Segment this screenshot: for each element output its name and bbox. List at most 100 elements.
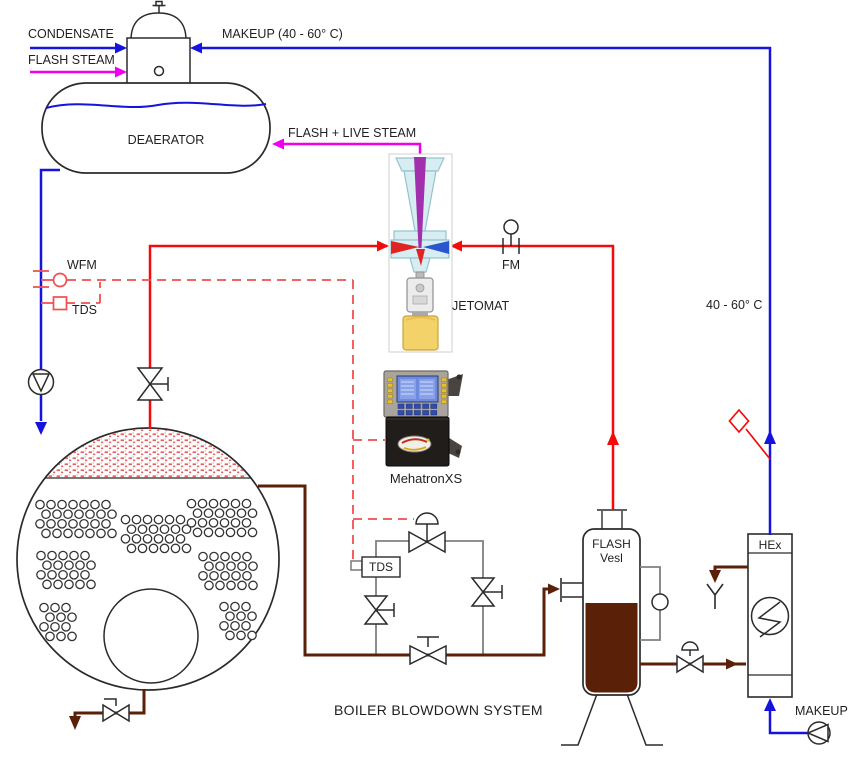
boiler-tube	[248, 580, 258, 591]
boiler-tube	[47, 569, 57, 580]
boiler-tube	[120, 514, 131, 525]
boiler-tube	[80, 550, 90, 561]
boiler-tube	[39, 621, 49, 632]
boiler-tube	[226, 580, 236, 591]
bottom-drain-valve-icon	[102, 698, 130, 723]
boiler-tube	[68, 518, 78, 529]
boiler-tube	[215, 561, 225, 572]
boiler-tube	[90, 499, 100, 510]
boiler-tube	[219, 601, 229, 612]
deaerator-head	[126, 37, 191, 86]
boiler-tube	[52, 528, 62, 539]
boiler-tube	[219, 498, 230, 509]
boiler-tube	[131, 514, 142, 525]
boiler-tube	[236, 611, 246, 622]
boiler-tube	[170, 543, 181, 554]
boiler-tube	[226, 561, 236, 572]
inlet-nozzle	[562, 582, 583, 598]
makeup-bottom-label: MAKEUP	[795, 704, 848, 718]
boiler-tube	[64, 560, 74, 571]
boiler-tube	[57, 518, 67, 529]
tds-sensor-icon	[52, 296, 68, 311]
boiler-tube	[63, 509, 73, 520]
hex-label: HEx	[758, 538, 782, 552]
tube-bundle	[198, 551, 258, 591]
boiler-tube	[56, 612, 66, 623]
blowdown-control-valve-icon	[408, 512, 446, 554]
loop-isolation-valve-icon	[470, 577, 503, 607]
boiler-tube	[42, 560, 52, 571]
liquid-fill	[585, 603, 638, 693]
water-level-line	[45, 101, 267, 109]
y-strainer-icon	[706, 583, 724, 609]
arrow-icon	[548, 583, 560, 595]
boiler-tube	[120, 533, 131, 544]
boiler-tube	[85, 509, 95, 520]
boiler-tube	[63, 528, 73, 539]
boiler-tube	[219, 517, 230, 528]
boiler-tube	[137, 543, 148, 554]
boiler-tube	[75, 560, 85, 571]
tds-sensor-label: TDS	[72, 303, 97, 317]
furnace-tube	[103, 588, 199, 684]
flash-steam-recovery-line	[452, 244, 615, 510]
sight-port-icon	[153, 65, 165, 77]
boiler-tube	[42, 579, 52, 590]
makeup-top-label: MAKEUP (40 - 60° C)	[222, 27, 343, 41]
deaerator-shell	[41, 82, 271, 174]
wfm-label: WFM	[67, 258, 97, 272]
boiler-tube	[225, 508, 236, 519]
boiler-tube	[41, 509, 51, 520]
makeup-pump-icon	[806, 721, 831, 745]
diagram-title: BOILER BLOWDOWN SYSTEM	[334, 702, 543, 718]
boiler-tube	[214, 527, 225, 538]
makeup-top-line	[202, 46, 772, 535]
deaerator-dome	[130, 12, 187, 41]
boiler-tube	[148, 524, 159, 535]
arrow-icon	[726, 658, 738, 670]
boiler-tube	[175, 514, 186, 525]
boiler-tube	[231, 551, 241, 562]
jetomat-label: JETOMAT	[452, 299, 510, 313]
arrow-icon	[115, 66, 127, 78]
boiler-tube	[69, 550, 79, 561]
arrow-icon	[35, 422, 47, 435]
arrow-icon	[115, 42, 127, 54]
boiler-tube	[209, 551, 219, 562]
arrow-icon	[764, 698, 776, 711]
boiler-tube	[164, 533, 175, 544]
boiler-tube	[41, 528, 51, 539]
control-signal-lines	[66, 279, 414, 562]
hex-drain-line	[713, 565, 748, 571]
boiler-tube	[85, 528, 95, 539]
boiler-tube	[68, 499, 78, 510]
boiler-tube	[61, 621, 71, 632]
boiler-tube	[57, 499, 67, 510]
boiler-tube	[225, 611, 235, 622]
boiler-tube	[237, 580, 247, 591]
boiler-tube	[86, 579, 96, 590]
boiler-tube	[36, 569, 46, 580]
jetomat-ejector-icon	[388, 153, 453, 353]
tube-bundle	[35, 499, 117, 539]
boiler-tube	[36, 550, 46, 561]
boiler-tube	[56, 631, 66, 642]
fm-label: FM	[502, 258, 521, 272]
boiler-tube	[164, 514, 175, 525]
boiler-tube	[247, 630, 257, 641]
boiler-tube	[230, 601, 240, 612]
boiler-tube	[107, 528, 117, 539]
boiler-tube	[197, 498, 208, 509]
controller-device-icon	[383, 370, 463, 467]
feedwater-line	[39, 168, 60, 421]
boiler-tube	[219, 620, 229, 631]
boiler-tube	[148, 543, 159, 554]
boiler-tube	[159, 524, 170, 535]
boiler-tube	[153, 514, 164, 525]
vessel-legs	[561, 693, 663, 746]
deaerator-vessel	[41, 0, 271, 174]
boiler-tube	[220, 551, 230, 562]
wfm-sensor-icon	[52, 272, 68, 288]
boiler-tube	[230, 517, 241, 528]
